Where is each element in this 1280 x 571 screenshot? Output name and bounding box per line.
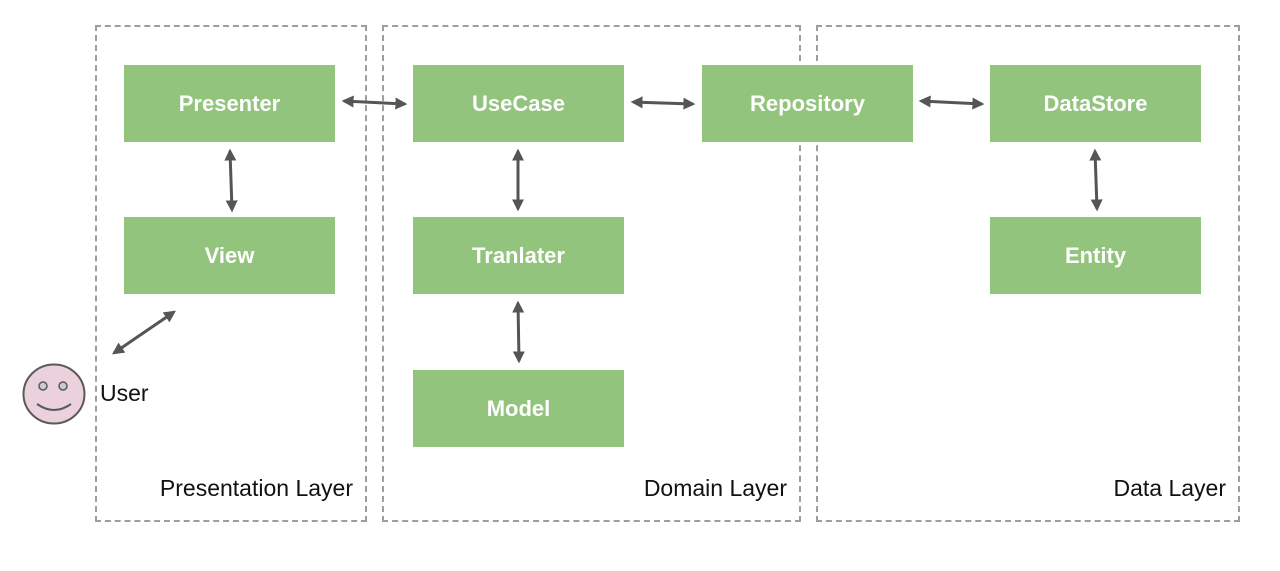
user-label: User [100,380,149,406]
presentation-layer-label: Presentation Layer [159,475,353,501]
domain-layer: Domain Layer [382,25,801,522]
entity-box: Entity [990,217,1201,294]
domain-layer-label: Domain Layer [643,475,787,501]
translater-box: Tranlater [413,217,624,294]
usecase-box: UseCase [413,65,624,142]
datastore-box: DataStore [990,65,1201,142]
model-box: Model [413,370,624,447]
presentation-layer: Presentation Layer [95,25,367,522]
data-layer-label: Data Layer [1113,475,1226,501]
view-box: View [124,217,335,294]
smiley-face-icon [22,363,86,425]
presenter-box: Presenter [124,65,335,142]
data-layer: Data Layer [816,25,1240,522]
repository-box: Repository [702,65,913,142]
